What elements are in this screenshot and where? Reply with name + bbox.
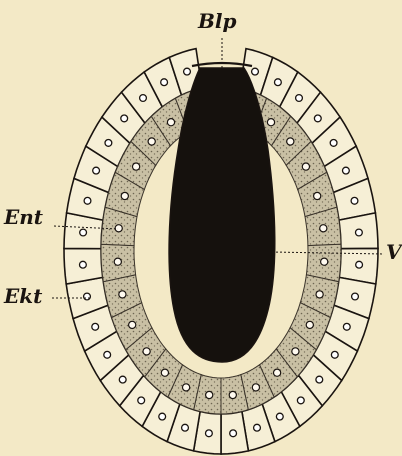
entoderm-nucleus bbox=[206, 391, 213, 398]
ektoderm-nucleus bbox=[159, 413, 166, 420]
ektoderm-nucleus bbox=[80, 229, 87, 236]
entoderm-nucleus bbox=[183, 384, 190, 391]
entoderm-nucleus bbox=[267, 119, 274, 126]
ektoderm-nucleus bbox=[138, 397, 145, 404]
entoderm-nucleus bbox=[292, 348, 299, 355]
ektoderm-nucleus bbox=[119, 376, 126, 383]
ektoderm-nucleus bbox=[356, 229, 363, 236]
entoderm-nucleus bbox=[133, 163, 140, 170]
entoderm-nucleus bbox=[252, 384, 259, 391]
entoderm-nucleus bbox=[119, 291, 126, 298]
ektoderm-nucleus bbox=[184, 68, 191, 75]
ektoderm-nucleus bbox=[352, 293, 359, 300]
ektoderm-nucleus bbox=[121, 115, 128, 122]
ektoderm-nucleus bbox=[92, 323, 99, 330]
ektoderm-nucleus bbox=[161, 79, 168, 86]
label-ekt: Ekt bbox=[3, 284, 43, 308]
ektoderm-nucleus bbox=[104, 351, 111, 358]
ektoderm-nucleus bbox=[343, 167, 350, 174]
ektoderm-nucleus bbox=[314, 115, 321, 122]
ektoderm-nucleus bbox=[330, 140, 337, 147]
ektoderm-nucleus bbox=[276, 413, 283, 420]
ektoderm-nucleus bbox=[297, 397, 304, 404]
entoderm-nucleus bbox=[229, 391, 236, 398]
ektoderm-nucleus bbox=[182, 424, 189, 431]
ektoderm-nucleus bbox=[275, 79, 282, 86]
entoderm-nucleus bbox=[274, 369, 281, 376]
entoderm-nucleus bbox=[321, 258, 328, 265]
entoderm-nucleus bbox=[129, 321, 136, 328]
entoderm-nucleus bbox=[287, 138, 294, 145]
ektoderm-nucleus bbox=[80, 261, 87, 268]
label-v: V bbox=[386, 240, 402, 264]
ektoderm-nucleus bbox=[254, 424, 261, 431]
ektoderm-nucleus bbox=[105, 140, 112, 147]
entoderm-nucleus bbox=[148, 138, 155, 145]
ektoderm-nucleus bbox=[206, 430, 213, 437]
ektoderm-nucleus bbox=[343, 323, 350, 330]
ektoderm-nucleus bbox=[356, 261, 363, 268]
label-ent: Ent bbox=[3, 205, 44, 229]
entoderm-nucleus bbox=[314, 192, 321, 199]
entoderm-nucleus bbox=[316, 291, 323, 298]
entoderm-nucleus bbox=[114, 258, 121, 265]
ektoderm-nucleus bbox=[331, 351, 338, 358]
entoderm-nucleus bbox=[115, 225, 122, 232]
entoderm-nucleus bbox=[306, 321, 313, 328]
entoderm-nucleus bbox=[320, 225, 327, 232]
label-blp: Blp bbox=[197, 9, 237, 33]
ektoderm-nucleus bbox=[84, 293, 91, 300]
ektoderm-nucleus bbox=[140, 95, 147, 102]
ektoderm-nucleus bbox=[296, 95, 303, 102]
entoderm-nucleus bbox=[121, 192, 128, 199]
entoderm-nucleus bbox=[161, 369, 168, 376]
ektoderm-nucleus bbox=[84, 197, 91, 204]
entoderm-nucleus bbox=[302, 163, 309, 170]
ektoderm-nucleus bbox=[93, 167, 100, 174]
cavity-fill bbox=[169, 68, 275, 362]
ektoderm-nucleus bbox=[351, 197, 358, 204]
ektoderm-nucleus bbox=[316, 376, 323, 383]
entoderm-nucleus bbox=[167, 119, 174, 126]
ektoderm-nucleus bbox=[252, 68, 259, 75]
entoderm-nucleus bbox=[143, 348, 150, 355]
ektoderm-nucleus bbox=[230, 430, 237, 437]
